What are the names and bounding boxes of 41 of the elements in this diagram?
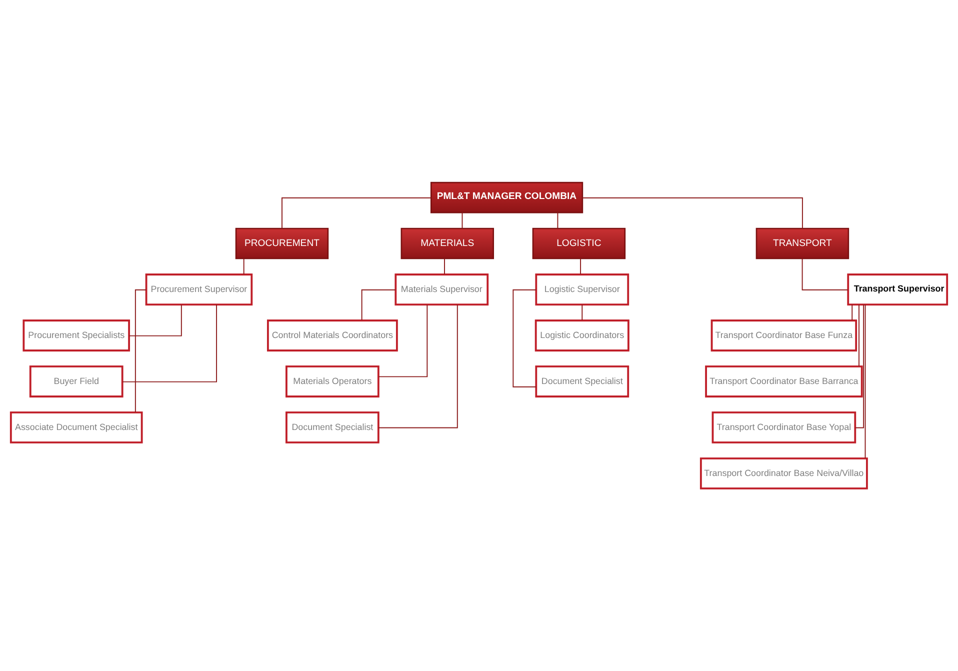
connector	[802, 258, 848, 290]
connector	[462, 212, 463, 229]
connector	[557, 212, 558, 229]
node-box: Procurement Supervisor	[145, 274, 253, 306]
connector	[580, 258, 582, 275]
node-box: Associate Document Specialist	[10, 412, 143, 444]
connector	[864, 304, 866, 459]
connector	[858, 304, 860, 367]
connector	[854, 304, 864, 428]
connector	[134, 289, 147, 413]
node-box: Transport Coordinator Base Neiva/Villao	[700, 457, 868, 490]
connector	[378, 304, 458, 428]
node-box: LOGISTIC	[532, 228, 626, 260]
node-box: TRANSPORT	[756, 228, 850, 260]
node-box: Buyer Field	[29, 366, 124, 398]
node-box: Transport Coordinator Base Yopal	[712, 412, 856, 444]
node-box: Control Materials Coordinators	[266, 320, 398, 352]
node-box: Materials Operators	[286, 366, 380, 398]
connector	[282, 197, 432, 229]
node-box: Document Specialist	[286, 412, 380, 444]
node-box: Document Specialist	[535, 366, 630, 398]
node-box: Transport Coordinator Base Funza	[710, 320, 858, 352]
node-box: Transport Supervisor	[847, 274, 948, 306]
node-box: Logistic Supervisor	[535, 274, 630, 306]
node-box: PML&T MANAGER COLOMBIA	[430, 182, 584, 214]
connector	[122, 304, 218, 382]
connector	[128, 304, 182, 336]
node-box: Logistic Coordinators	[534, 320, 630, 352]
node-box: Procurement Specialists	[22, 320, 130, 352]
node-box: Materials Supervisor	[394, 274, 489, 306]
connector	[852, 304, 853, 321]
connector	[444, 258, 445, 275]
connector	[361, 289, 396, 321]
connector	[582, 197, 803, 229]
connector	[243, 258, 244, 275]
node-box: MATERIALS	[400, 228, 494, 260]
connector	[512, 289, 537, 388]
node-box: Transport Coordinator Base Barranca	[705, 366, 863, 398]
connector	[582, 304, 583, 321]
connector	[378, 304, 428, 378]
node-box: PROCUREMENT	[235, 228, 329, 260]
